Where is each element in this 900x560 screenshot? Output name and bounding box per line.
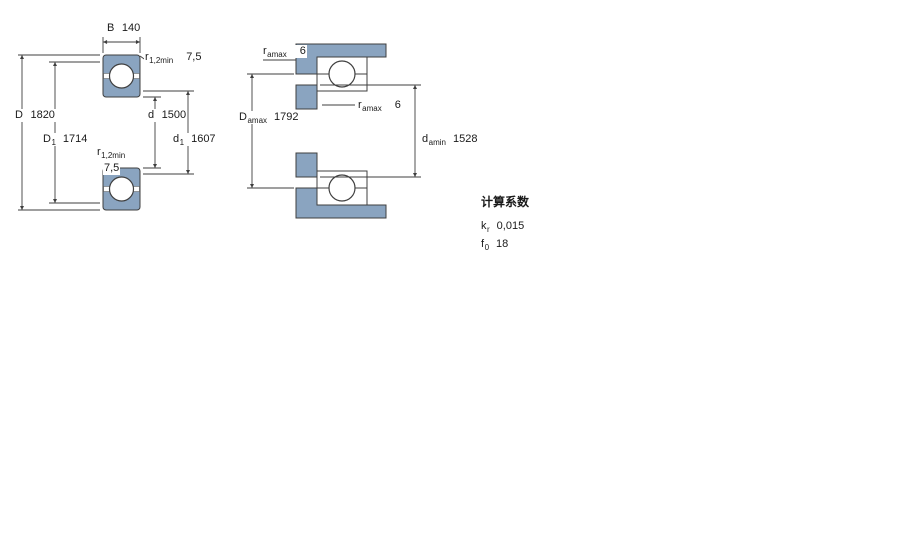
dim-value: 1820 xyxy=(30,109,55,121)
dim-subscript: 1,2min xyxy=(101,151,126,160)
dim-label-D: D 1820 xyxy=(14,109,56,122)
dim-label-r12-bottom: r 1,2min xyxy=(96,146,127,160)
ball-top xyxy=(108,63,135,89)
shaft-shoulder-bottom xyxy=(295,152,318,178)
dim-value: 1792 xyxy=(274,111,299,123)
dim-value: 1714 xyxy=(62,133,88,145)
dim-value: 140 xyxy=(121,22,141,34)
factor-symbol: k xyxy=(481,220,487,232)
shaft-shoulder-top xyxy=(295,84,318,110)
dim-symbol: d xyxy=(148,109,155,121)
dim-symbol: r xyxy=(97,146,101,158)
dim-subscript: amax xyxy=(267,50,287,59)
dim-label-r12-top: r 1,2min 7,5 xyxy=(144,51,203,65)
dim-value: 7,5 xyxy=(186,51,202,63)
dim-subscript: 1,2min xyxy=(149,56,174,65)
factor-subscript: 0 xyxy=(484,243,490,252)
dim-subscript: 1 xyxy=(179,138,185,147)
factor-symbol: f xyxy=(481,238,485,250)
dim-label-d1: d 1 1607 xyxy=(172,133,217,147)
bearing-cross-section-figure xyxy=(102,54,141,211)
dim-symbol: r xyxy=(263,45,267,57)
calc-factors-title: 计算系数 xyxy=(480,195,531,209)
dim-label-Da: D amax 1792 xyxy=(238,111,300,125)
dim-label-ra-top: r amax 6 xyxy=(262,45,307,59)
dim-label-d: d 1500 xyxy=(147,109,188,122)
dim-symbol: B xyxy=(107,22,115,34)
dim-symbol: d xyxy=(173,133,180,145)
calc-title-text: 计算系数 xyxy=(481,195,530,209)
ball-outline-bottom xyxy=(328,174,356,202)
dim-subscript: amax xyxy=(247,116,268,125)
factor-value: 18 xyxy=(496,238,509,250)
calc-factor-row-kr: k r 0,015 xyxy=(480,220,526,234)
abutment-figure xyxy=(295,43,387,219)
factor-subscript: r xyxy=(487,225,490,234)
dim-label-da: d amin 1528 xyxy=(421,133,479,147)
calc-factor-row-f0: f 0 18 xyxy=(480,238,510,252)
dim-value: 1607 xyxy=(191,133,216,145)
dim-subscript: 1 xyxy=(51,138,56,147)
dim-value-r12-bottom: 7,5 xyxy=(103,162,121,175)
dim-value: 1500 xyxy=(161,109,187,121)
dim-symbol: d xyxy=(422,133,429,145)
dim-label-B: B 140 xyxy=(106,22,142,35)
dim-symbol: D xyxy=(43,133,51,145)
dimension-lines-right xyxy=(247,59,421,189)
dim-symbol: r xyxy=(145,51,149,63)
dim-symbol: D xyxy=(239,111,247,123)
dim-label-D1: D 1 1714 xyxy=(42,133,89,147)
dim-value: 6 xyxy=(299,45,306,57)
ball-outline-top xyxy=(328,60,356,88)
dim-symbol: D xyxy=(15,109,23,121)
factor-value: 0,015 xyxy=(496,220,525,232)
dim-symbol: r xyxy=(358,99,362,111)
dimension-lines-left xyxy=(18,37,194,211)
dim-subscript: amax xyxy=(362,104,382,113)
dim-value: 6 xyxy=(394,99,401,111)
dim-value: 7,5 xyxy=(104,162,120,174)
dim-value: 1528 xyxy=(452,133,478,145)
dim-label-ra-mid: r amax 6 xyxy=(357,99,402,113)
housing-shoulder-bottom xyxy=(295,187,387,219)
ball-bottom xyxy=(108,176,135,202)
dim-subscript: amin xyxy=(428,138,446,147)
